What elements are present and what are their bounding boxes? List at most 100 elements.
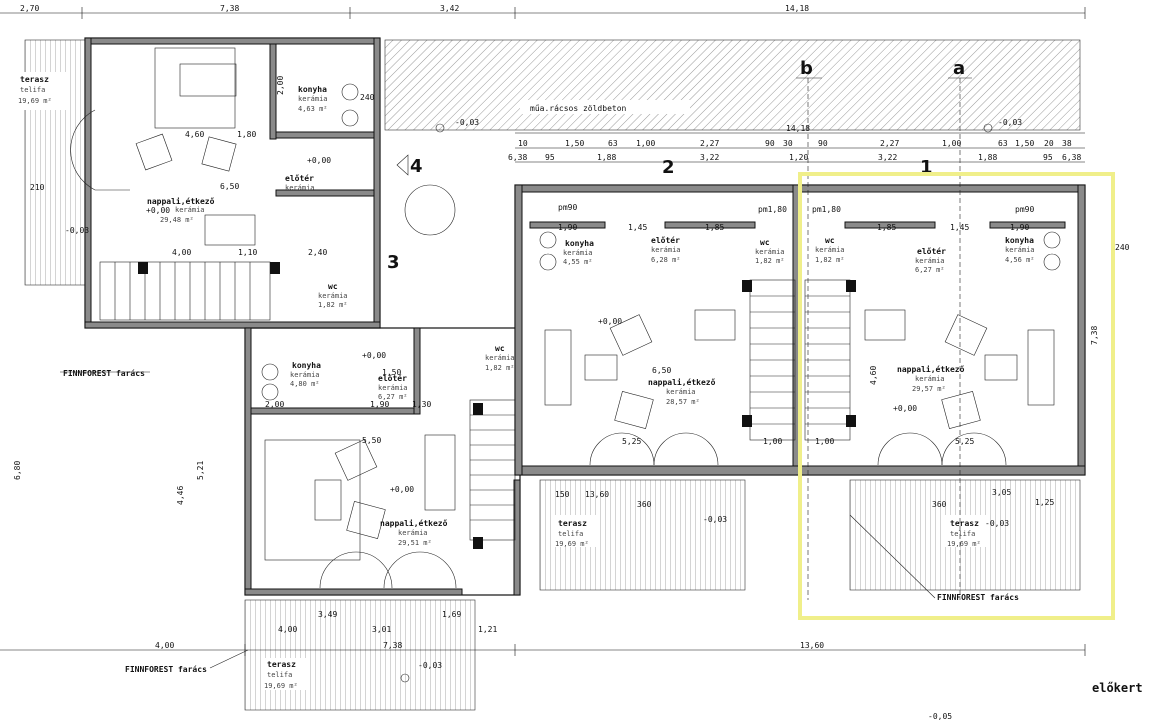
- room-area-terrace-u3: 19,69 m²: [264, 682, 298, 690]
- dim-r3b-12: 1,50: [1015, 139, 1034, 148]
- room-area-konyha-u4: 4,63 m²: [298, 105, 328, 113]
- room-material-konyha-u1: kerámia: [1005, 246, 1035, 254]
- dim-u1-pm180: pm1,80: [812, 205, 841, 214]
- dim-left-680: 6,80: [13, 461, 22, 480]
- bottom-dimension-lines: 4,00 7,38 13,60: [0, 641, 1086, 656]
- room-material-wc-u3: kerámia: [485, 354, 515, 362]
- level-markers: -0,03 -0,03 -0,03 -0,05: [65, 118, 1022, 720]
- dim-u3t-121: 4,00: [278, 625, 297, 634]
- level-nappali-u4: +0,00: [146, 206, 170, 215]
- dim-u3-521: 5,21: [196, 461, 205, 480]
- room-area-konyha-u2: 4,55 m²: [563, 258, 593, 266]
- room-material-nappali-u2: kerámia: [666, 388, 696, 396]
- room-name-terrace-left: terasz: [20, 75, 49, 84]
- dim-r3b-6: 90: [765, 139, 775, 148]
- dim-u2-pm180: pm1,80: [758, 205, 787, 214]
- room-material-wc-u1: kerámia: [815, 246, 845, 254]
- section-marker-3: 3: [387, 252, 400, 273]
- level-terrace-u3: -0,03: [418, 661, 442, 670]
- room-name-konyha-u3: konyha: [292, 361, 321, 370]
- room-area-nappali-u1: 29,57 m²: [912, 385, 946, 393]
- dim-u1t-125: 1,25: [1035, 498, 1054, 507]
- room-name-wc-u1: wc: [825, 236, 835, 245]
- room-name-nappali-u1: nappali,étkező: [897, 364, 965, 374]
- dim-u4-650: 6,50: [220, 182, 239, 191]
- room-material-terrace-u2: telifa: [558, 530, 583, 538]
- railing-labels: FINNFOREST farács FINNFOREST farács FINN…: [60, 369, 1019, 674]
- top-dim-4: 14,18: [785, 4, 809, 13]
- room-area-eloter-u1: 6,27 m²: [915, 266, 945, 274]
- level-bottom: -0,05: [928, 712, 952, 720]
- dim-u4-400: 4,00: [172, 248, 191, 257]
- room-material-eloter-u4: kerámia: [285, 184, 315, 192]
- room-area-wc-u3: 1,82 m²: [485, 364, 515, 372]
- dim-u3t-169: 1,21: [478, 625, 497, 634]
- dim-r3b-1: 10: [518, 139, 528, 148]
- level-terrace-u2: -0,03: [703, 515, 727, 524]
- section-marker-4: 4: [410, 156, 423, 177]
- unit2-terrace: terasz telifa 19,69 m² -0,03 150 13,60 3…: [539, 479, 746, 591]
- room-area-nappali-u4: 29,48 m²: [160, 216, 194, 224]
- room-name-eloter-u1: előtér: [917, 246, 946, 256]
- bottom-dim-2: 7,38: [383, 641, 402, 650]
- room-area-wc-u1: 1,82 m²: [815, 256, 845, 264]
- dim-u2-185: 1,85: [705, 223, 724, 232]
- room-name-eloter-u3: előtér: [378, 373, 407, 383]
- unit1-terrace: terasz telifa 19,69 m² -0,03 3,05 1,25 3…: [849, 479, 1081, 591]
- room-material-konyha-u3: kerámia: [290, 371, 320, 379]
- dim-r3-3: 1,88: [597, 153, 616, 162]
- dim-u3-200: 2,00: [265, 400, 284, 409]
- dim-u4-200: 2,00: [276, 76, 285, 95]
- room-area-terrace-u1: 19,69 m²: [947, 540, 981, 548]
- level-left-terrace: -0,03: [65, 226, 89, 235]
- dim-r3-8: 95: [1043, 153, 1053, 162]
- dim-u1-190: 1,90: [1010, 223, 1029, 232]
- top-dim-1: 2,70: [20, 4, 39, 13]
- section-marker-2: 2: [662, 157, 675, 178]
- dim-u3-642: 1,50: [382, 368, 401, 377]
- room-name-konyha-u4: konyha: [298, 85, 327, 94]
- room-area-eloter-u2: 6,28 m²: [651, 256, 681, 264]
- level-nappali-u2: +0,00: [598, 317, 622, 326]
- dim-360: 210: [30, 183, 45, 192]
- unit-1: wc kerámia 1,82 m² előtér kerámia 6,27 m…: [799, 184, 1130, 476]
- dim-u2-190: 1,90: [558, 223, 577, 232]
- dim-u4-110: 1,10: [238, 248, 257, 257]
- room-area-terrace-left: 19,69 m²: [18, 97, 52, 105]
- section-marker-b: b: [800, 58, 813, 79]
- level-nappali-u3: +0,00: [390, 485, 414, 494]
- room-name-konyha-u2: konyha: [565, 239, 594, 248]
- dim-u4-460: 4,60: [185, 130, 204, 139]
- room-name-wc-u3: wc: [495, 344, 505, 353]
- dim-r3-4: 3,22: [700, 153, 719, 162]
- top-dimension-lines: 2,70 7,38 3,42 14,18 14,18 10 1,50 63 1,…: [0, 4, 1086, 163]
- room-name-eloter-u4: előtér: [285, 173, 314, 183]
- room-area-wc-u2: 1,82 m²: [755, 257, 785, 265]
- dim-r3-7: 1,88: [978, 153, 997, 162]
- room-name-terrace-u2: terasz: [558, 519, 587, 528]
- unit-3: konyha kerámia 4,80 m² előtér kerámia 6,…: [13, 327, 521, 596]
- room-material-wc-u4: kerámia: [318, 292, 348, 300]
- railing-label-left: FINNFOREST farács: [63, 369, 145, 378]
- room-area-nappali-u3: 29,51 m²: [398, 539, 432, 547]
- level-grass-right: -0,03: [998, 118, 1022, 127]
- dim-r3b-8: 90: [818, 139, 828, 148]
- dim-r3-2: 95: [545, 153, 555, 162]
- dim-u1-460: 4,60: [869, 366, 878, 385]
- room-name-eloter-u2: előtér: [651, 235, 680, 245]
- level-eloter-u4: +0,00: [307, 156, 331, 165]
- dim-r3-6: 3,22: [878, 153, 897, 162]
- room-area-nappali-u2: 28,57 m²: [666, 398, 700, 406]
- dim-u4-180: 1,80: [237, 130, 256, 139]
- room-area-eloter-u3: 6,27 m²: [378, 393, 408, 401]
- unit-2: konyha kerámia 4,55 m² előtér kerámia 6,…: [514, 184, 801, 476]
- room-area-terrace-u2: 19,69 m²: [555, 540, 589, 548]
- dim-r3b-2: 1,50: [565, 139, 584, 148]
- unit-4: konyha kerámia 4,63 m² nappali,étkező ke…: [70, 37, 381, 329]
- dim-u3-190: 1,90: [370, 400, 389, 409]
- dim-u1-100: 1,00: [815, 437, 834, 446]
- dim-r3b-7: 30: [783, 139, 793, 148]
- dim-r3-9: 6,38: [1062, 153, 1081, 162]
- dim-u4-150: 240: [360, 93, 375, 102]
